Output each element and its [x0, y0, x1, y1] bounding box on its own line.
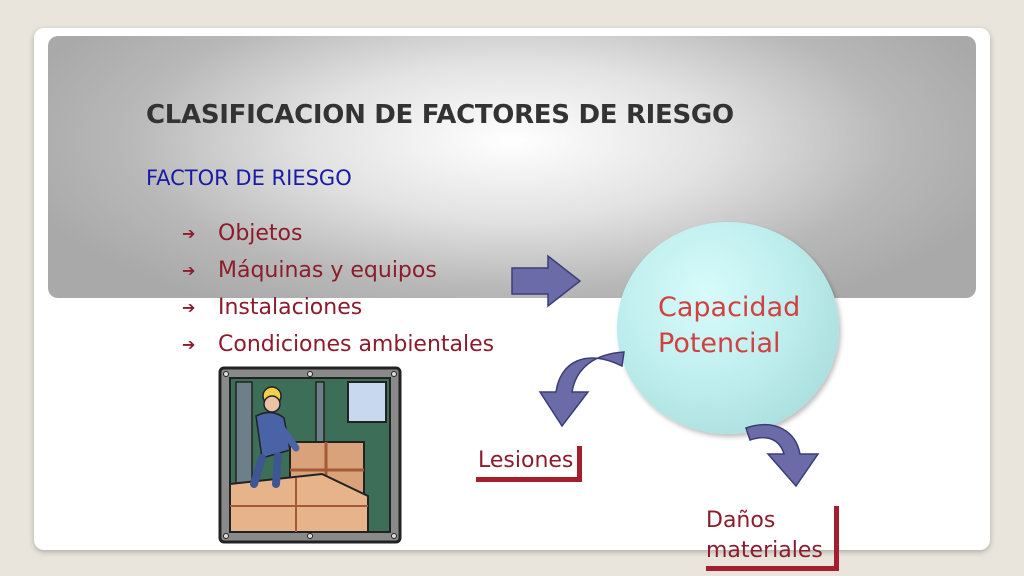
circle-label: Capacidad Potencial: [658, 290, 800, 362]
outcome-danos-line2: materiales: [706, 538, 823, 563]
arrow-right-icon: ➔: [182, 224, 196, 243]
outcome-danos-materiales: Daños materiales: [706, 506, 839, 571]
title-banner: [48, 36, 976, 298]
arrow-right-icon: ➔: [182, 298, 196, 317]
capacity-circle: [617, 222, 839, 434]
arrow-right-icon: ➔: [182, 261, 196, 280]
outcome-danos-line1: Daños: [706, 508, 776, 533]
list-item: ➔ Máquinas y equipos: [182, 252, 494, 289]
circle-label-line1: Capacidad: [658, 292, 801, 323]
list-item-label: Objetos: [218, 221, 303, 246]
list-item: ➔ Objetos: [182, 215, 494, 252]
circle-label-line2: Potencial: [658, 328, 781, 359]
slide-subtitle: FACTOR DE RIESGO: [146, 166, 352, 190]
list-item-label: Instalaciones: [218, 295, 363, 320]
curved-arrow-right-icon: [745, 423, 820, 488]
list-item-label: Máquinas y equipos: [218, 258, 437, 283]
list-item: ➔ Condiciones ambientales: [182, 326, 494, 363]
block-arrow-right-icon: [511, 254, 582, 308]
list-item-label: Condiciones ambientales: [218, 332, 495, 357]
arrow-right-icon: ➔: [182, 335, 196, 354]
worker-lifting-boxes-clipart: [218, 366, 402, 544]
curved-arrow-left-icon: [538, 351, 625, 428]
list-item: ➔ Instalaciones: [182, 289, 494, 326]
risk-factor-list: ➔ Objetos ➔ Máquinas y equipos ➔ Instala…: [182, 215, 494, 363]
outcome-lesiones: Lesiones: [476, 446, 583, 482]
slide-title: CLASIFICACION DE FACTORES DE RIESGO: [146, 100, 734, 130]
